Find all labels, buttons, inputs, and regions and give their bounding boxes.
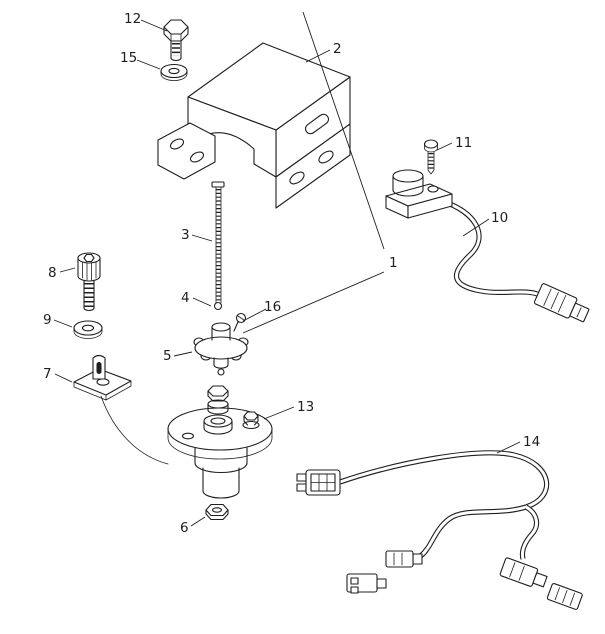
harness-main-connector: [296, 469, 341, 496]
small-screw: [233, 312, 247, 332]
mounting-bracket: [157, 42, 351, 209]
part-label-10: 10: [491, 210, 508, 226]
socket-head-bolt: [77, 252, 101, 312]
leader-line-14: [496, 441, 521, 454]
leader-line-7: [54, 373, 73, 383]
part-label-1: 1: [389, 255, 398, 271]
harness-plug-a: [385, 550, 423, 568]
part-label-4: 4: [181, 290, 190, 306]
leader-line-8: [59, 267, 76, 273]
part-label-13: 13: [297, 399, 314, 415]
hex-bolt: [163, 19, 189, 62]
leader-line-3: [191, 234, 213, 242]
part-label-12: 12: [124, 11, 141, 27]
part-label-7: 7: [43, 366, 52, 382]
sensor-screw: [423, 139, 439, 175]
leader-line-12: [140, 19, 168, 32]
detent-ball: [213, 301, 223, 311]
part-label-9: 9: [43, 312, 52, 328]
harness-plug-b: [346, 573, 387, 594]
clamp-bracket: [73, 354, 169, 465]
leader-line-15: [136, 59, 161, 70]
flat-washer-top: [160, 63, 188, 81]
part-label-15: 15: [120, 50, 137, 66]
leader-line-9: [53, 319, 73, 328]
wiring-harness: [296, 450, 583, 610]
harness-plug-c: [499, 557, 548, 588]
leader-line-4: [192, 297, 212, 307]
leader-line-1: [302, 11, 385, 250]
hex-nut: [205, 503, 229, 521]
part-label-5: 5: [163, 348, 172, 364]
leader-line-6: [190, 516, 206, 527]
leader-line-13: [263, 406, 295, 420]
sensor-with-lead: [385, 169, 590, 323]
flat-washer-left: [73, 320, 103, 339]
part-label-6: 6: [180, 520, 189, 536]
threaded-rod: [211, 181, 225, 304]
leader-line-16: [242, 308, 267, 322]
part-label-3: 3: [181, 227, 190, 243]
part-label-14: 14: [523, 434, 540, 450]
sensor-connector: [533, 283, 590, 323]
base-assembly: [167, 385, 273, 499]
part-label-8: 8: [48, 265, 57, 281]
part-label-2: 2: [333, 41, 342, 57]
rotor-cam: [193, 322, 249, 376]
part-label-16: 16: [264, 299, 281, 315]
leader-line-10: [462, 218, 490, 237]
leader-line-11: [436, 142, 453, 151]
leader-line-1-1: [242, 271, 385, 334]
harness-plug-d: [546, 583, 583, 610]
leader-line-5: [173, 351, 193, 357]
part-label-11: 11: [455, 135, 472, 151]
